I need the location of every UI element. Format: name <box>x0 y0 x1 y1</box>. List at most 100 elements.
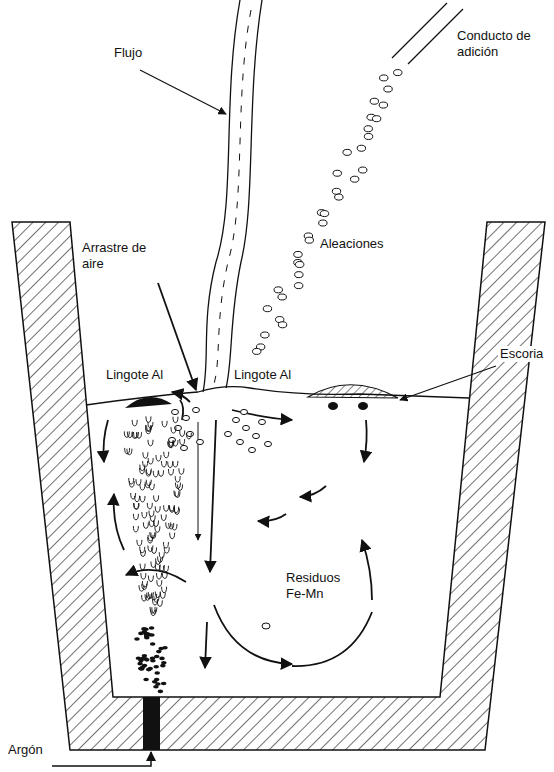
gas-bubble <box>138 632 144 636</box>
argon-bubble <box>164 452 169 458</box>
argon-bubble <box>133 526 138 532</box>
alloy-particle <box>384 86 392 92</box>
argon-bubble <box>125 448 130 454</box>
alloy-particle <box>294 283 302 289</box>
gas-bubble <box>147 667 153 671</box>
argon-bubble <box>145 482 150 488</box>
argon-bubble <box>173 461 178 467</box>
argon-bubble <box>163 542 168 548</box>
argon-line <box>52 752 151 766</box>
alloy-particle <box>278 294 286 300</box>
argon-bubble <box>148 576 153 582</box>
argon-bubble <box>168 469 173 475</box>
bubble-texture <box>124 70 402 694</box>
alloy-particle <box>364 126 372 132</box>
gas-bubble <box>149 626 155 630</box>
bubble <box>243 425 250 430</box>
argon-bubble <box>129 481 134 487</box>
gas-bubble <box>134 637 140 641</box>
label: Escoria <box>498 346 545 362</box>
argon-bubble <box>142 595 147 601</box>
stream <box>203 0 240 392</box>
argon-bubble <box>180 439 185 445</box>
argon-bubble <box>162 421 167 427</box>
argon-bubble <box>156 558 161 564</box>
argon-bubble <box>153 599 158 605</box>
alloy-particle <box>372 116 380 122</box>
argon-bubble <box>151 561 156 567</box>
alloy-particle <box>357 145 365 151</box>
argon-bubble <box>156 455 161 461</box>
slag-particle <box>358 402 368 410</box>
argon-bubble <box>140 465 145 471</box>
argon-bubble <box>146 416 151 422</box>
label: Aleaciones <box>318 236 386 252</box>
gas-bubble <box>140 666 146 670</box>
argon-bubble <box>150 515 155 521</box>
alloy-particle <box>370 98 378 104</box>
ladle-wall <box>12 222 545 750</box>
argon-bubble <box>178 484 183 490</box>
argon-bubble <box>155 506 160 512</box>
argon-bubble <box>147 503 152 509</box>
argon-bubble <box>149 511 154 517</box>
bubble <box>169 437 176 442</box>
gas-bubble <box>156 650 162 654</box>
argon-bubble <box>132 432 137 438</box>
argon-bubble <box>157 580 162 586</box>
argon-bubble <box>140 496 145 502</box>
gas-bubble <box>150 642 156 646</box>
argon-bubble <box>143 452 148 458</box>
alloy-particle <box>253 348 261 354</box>
stream-core <box>214 10 251 384</box>
argon-bubble <box>148 537 153 543</box>
alloy-particle <box>343 149 351 155</box>
argon-bubble <box>163 566 168 572</box>
argon-bubble <box>169 505 174 511</box>
flow-arrows <box>104 392 373 668</box>
leader <box>140 70 226 114</box>
bubble <box>262 623 270 629</box>
label: Conducto de adición <box>455 28 551 60</box>
argon-bubble <box>153 471 158 477</box>
gas-bubble <box>158 690 164 694</box>
argon-bubble <box>133 514 138 520</box>
alloy-particle <box>359 167 367 173</box>
argon-bubble <box>169 442 174 448</box>
leader <box>400 366 496 400</box>
bubble <box>181 445 188 450</box>
argon-bubble <box>154 495 159 501</box>
argon-bubble <box>152 594 157 600</box>
bubble <box>225 431 232 436</box>
alloy-particle <box>319 220 327 226</box>
argon-bubble <box>148 458 153 464</box>
argon-bubble <box>140 484 145 490</box>
argon-bubble <box>146 470 151 476</box>
alloy-particle <box>274 287 282 293</box>
argon-bubble <box>152 607 157 613</box>
gas-bubble <box>159 657 165 661</box>
alloy-particle <box>350 176 358 182</box>
bubble <box>249 447 256 452</box>
argon-bubble <box>170 533 175 539</box>
bubble <box>172 409 179 414</box>
argon-bubble <box>173 417 178 423</box>
gas-bubble <box>143 678 149 682</box>
bubble <box>253 433 260 438</box>
argon-bubble <box>139 585 144 591</box>
argon-bubble <box>166 522 171 528</box>
argon-bubble <box>162 587 167 593</box>
argon-bubble <box>159 470 164 476</box>
argon-bubble <box>186 433 191 439</box>
bubble <box>187 431 194 436</box>
argon-bubble <box>159 552 164 558</box>
label: Argón <box>6 742 45 758</box>
gas-bubble <box>142 654 148 658</box>
argon-bubble <box>147 593 152 599</box>
label: Residuos Fe-Mn <box>284 570 358 602</box>
alloy-particle <box>335 194 343 200</box>
argon-bubble <box>136 479 141 485</box>
gas-bubble <box>154 678 160 682</box>
